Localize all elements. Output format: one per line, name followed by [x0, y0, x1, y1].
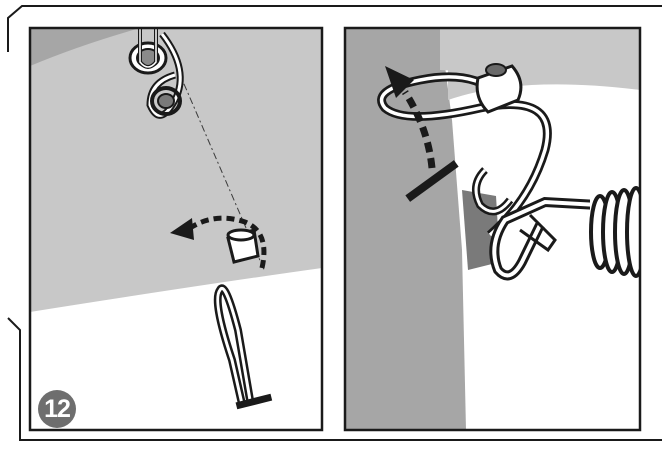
left-panel: [30, 28, 322, 430]
ball-stopper-icon: [228, 230, 258, 262]
tarp-fabric: [30, 28, 322, 312]
spring-coil-icon: [590, 188, 645, 280]
step-number-badge: 12: [38, 390, 76, 428]
right-panel: [345, 28, 645, 430]
